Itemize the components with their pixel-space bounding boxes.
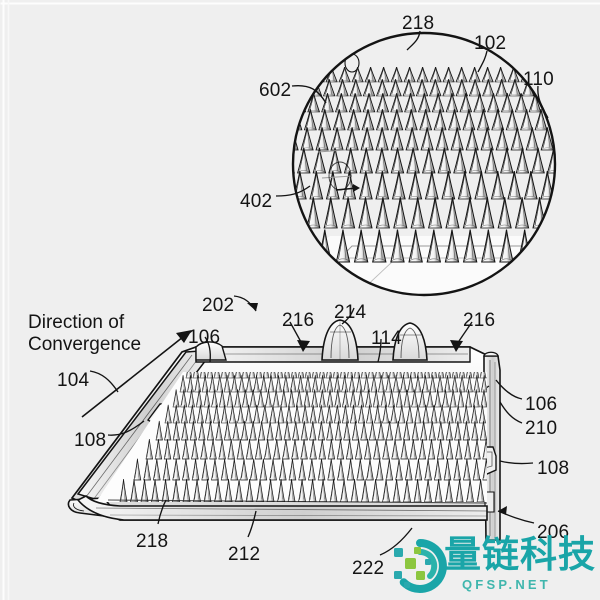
caption-line-2: Convergence <box>28 333 142 355</box>
main-tray-view <box>67 319 501 541</box>
leader-lines <box>89 30 549 556</box>
main-ref-108-right: 108 <box>537 458 570 479</box>
detail-ref-102: 102 <box>474 33 507 54</box>
main-ref-106-right: 106 <box>525 394 558 415</box>
main-ref-222: 222 <box>352 558 385 579</box>
detail-circle-outline <box>291 31 557 297</box>
main-ref-210: 210 <box>525 418 558 439</box>
main-ref-216-right: 216 <box>463 310 496 331</box>
detail-ref-402: 402 <box>240 191 273 212</box>
leader-216-right <box>458 321 473 342</box>
caption-line-1: Direction of <box>28 312 125 333</box>
leader-arrowheads <box>247 303 507 515</box>
main-ref-218: 218 <box>136 531 169 552</box>
corner-bracket-left <box>195 341 227 361</box>
direction-of-convergence-caption: Direction of Convergence <box>28 312 141 356</box>
main-ref-114: 114 <box>371 328 402 349</box>
main-ref-108-left: 108 <box>74 430 107 451</box>
detail-ref-218: 218 <box>402 13 435 34</box>
main-ref-106-left: 106 <box>188 327 221 348</box>
main-ref-206: 206 <box>537 522 570 543</box>
leader-216-left <box>289 321 302 343</box>
direction-of-convergence-arrow <box>81 330 192 418</box>
main-ref-104: 104 <box>57 370 90 391</box>
front-rim <box>76 495 488 521</box>
main-ref-202: 202 <box>202 295 235 316</box>
main-ref-216-left: 216 <box>282 310 315 331</box>
main-ref-212: 212 <box>228 544 261 565</box>
detail-ref-602: 602 <box>259 80 292 101</box>
detail-ref-110: 110 <box>523 69 554 90</box>
main-ref-214: 214 <box>334 302 367 323</box>
